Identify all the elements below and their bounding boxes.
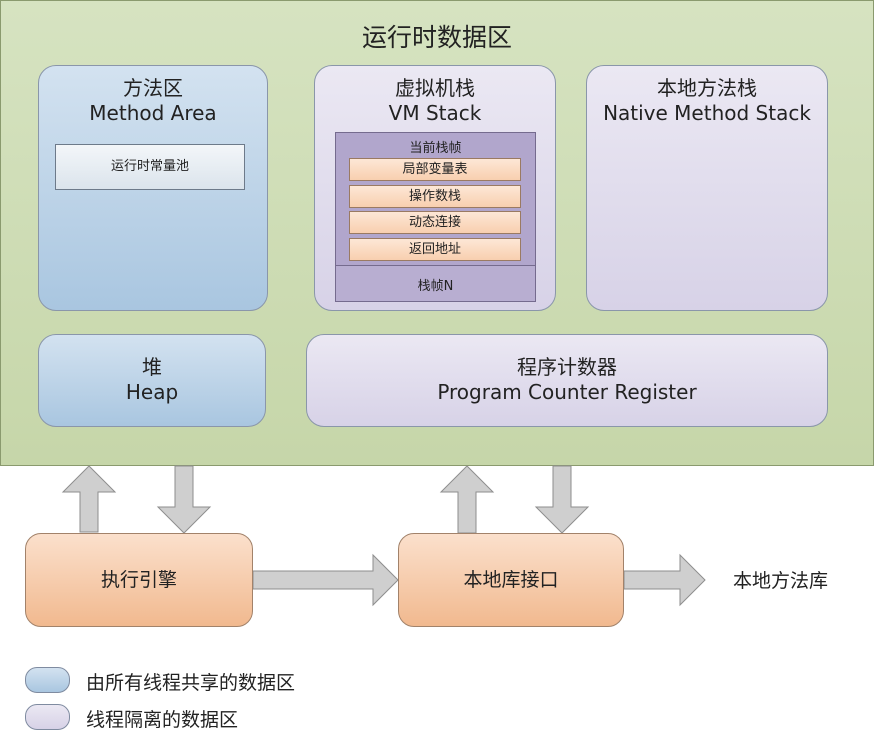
pc-register-box: 程序计数器 Program Counter Register xyxy=(306,334,828,427)
method-area-en: Method Area xyxy=(89,101,217,125)
diagram-title: 运行时数据区 xyxy=(361,23,512,52)
native-library-label: 本地方法库 xyxy=(733,570,829,592)
local-variable-table: 局部变量表 xyxy=(349,158,521,181)
vm-stack-cn: 虚拟机栈 xyxy=(395,76,475,100)
dynamic-linking: 动态连接 xyxy=(349,211,521,234)
method-area-cn: 方法区 xyxy=(123,76,183,100)
legend-isolated-swatch xyxy=(25,704,70,730)
arrow-down-interface xyxy=(534,465,590,534)
native-stack-cn: 本地方法栈 xyxy=(657,76,757,100)
pc-register-cn: 程序计数器 xyxy=(517,355,617,379)
native-interface-box: 本地库接口 xyxy=(398,533,624,627)
pc-register-en: Program Counter Register xyxy=(437,380,697,404)
vm-stack-en: VM Stack xyxy=(388,101,482,125)
legend-shared-label: 由所有线程共享的数据区 xyxy=(86,672,296,694)
execution-engine-box: 执行引擎 xyxy=(25,533,253,627)
native-method-stack-box: 本地方法栈 Native Method Stack xyxy=(586,65,828,311)
legend-isolated-label: 线程隔离的数据区 xyxy=(86,709,239,731)
legend-shared-swatch xyxy=(25,667,70,693)
arrow-down-engine xyxy=(156,465,212,534)
runtime-constant-pool: 运行时常量池 xyxy=(55,144,245,190)
operand-stack: 操作数栈 xyxy=(349,185,521,208)
current-frame-label: 当前栈帧 xyxy=(409,141,462,156)
arrow-up-interface xyxy=(439,465,495,534)
arrow-interface-to-library xyxy=(623,553,706,607)
native-stack-en: Native Method Stack xyxy=(603,101,811,125)
heap-en: Heap xyxy=(125,380,179,404)
return-address: 返回地址 xyxy=(349,238,521,261)
frame-n-label: 栈帧N xyxy=(417,279,454,294)
heap-box: 堆 Heap xyxy=(38,334,266,427)
arrow-up-engine xyxy=(61,465,117,533)
arrow-engine-to-interface xyxy=(252,553,399,607)
heap-cn: 堆 xyxy=(142,355,162,379)
